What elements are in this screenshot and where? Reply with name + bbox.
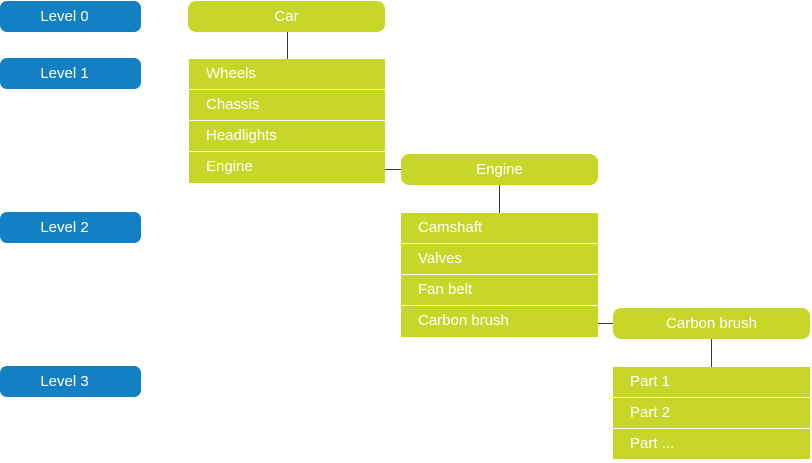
engine-parts-list: Camshaft Valves Fan belt Carbon brush: [401, 213, 598, 337]
list-item-camshaft: Camshaft: [401, 213, 598, 244]
list-item-wheels: Wheels: [189, 59, 385, 90]
level-1-label: Level 1: [0, 58, 141, 89]
carbon-brush-connector-vertical: [711, 339, 712, 367]
carbon-brush-parts-list: Part 1 Part 2 Part ...: [613, 367, 810, 459]
list-item-part-2: Part 2: [613, 398, 810, 429]
list-item-chassis: Chassis: [189, 90, 385, 121]
engine-node-header: Engine: [401, 154, 598, 185]
list-item-fan-belt: Fan belt: [401, 275, 598, 306]
level-3-label: Level 3: [0, 366, 141, 397]
car-node-header: Car: [188, 1, 385, 32]
list-item-engine: Engine: [189, 152, 385, 183]
list-item-part-1: Part 1: [613, 367, 810, 398]
list-item-headlights: Headlights: [189, 121, 385, 152]
carbon-brush-connector-horizontal: [598, 323, 613, 324]
engine-connector-vertical: [499, 185, 500, 213]
list-item-valves: Valves: [401, 244, 598, 275]
list-item-carbon-brush: Carbon brush: [401, 306, 598, 337]
list-item-part-more: Part ...: [613, 429, 810, 459]
car-parts-list: Wheels Chassis Headlights Engine: [189, 59, 385, 183]
level-2-label: Level 2: [0, 212, 141, 243]
carbon-brush-node-header: Carbon brush: [613, 308, 810, 339]
level-0-label: Level 0: [0, 1, 141, 32]
engine-connector-horizontal: [385, 169, 401, 170]
car-connector-vertical: [287, 32, 288, 59]
